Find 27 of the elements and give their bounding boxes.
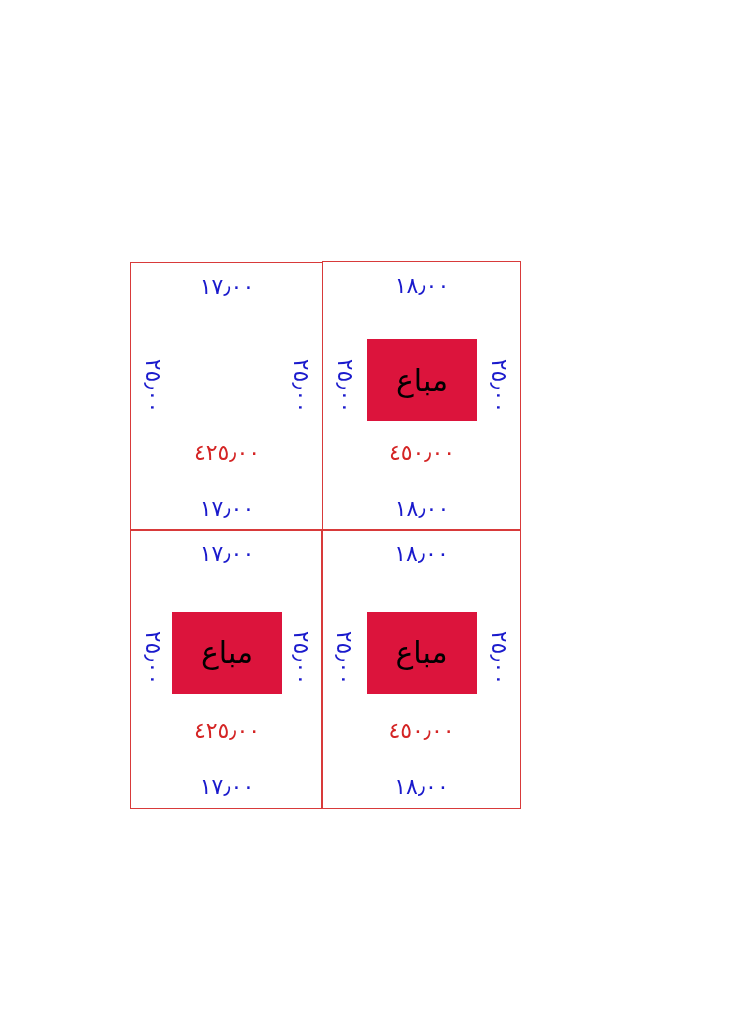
dimension-label: ٢٥٫٠٠ — [486, 358, 512, 413]
dimension-label: ٢٥٫٠٠ — [140, 631, 166, 686]
plot-lot — [130, 529, 323, 809]
area-label: ٤٢٥٫٠٠ — [193, 718, 261, 744]
area-label: ٤٥٠٫٠٠ — [388, 440, 456, 466]
plot-lot — [321, 529, 521, 809]
sold-sign: مباع — [367, 339, 477, 422]
dimension-label: ١٧٫٠٠ — [199, 274, 255, 300]
area-label: ٤٢٥٫٠٠ — [193, 440, 261, 466]
dimension-label: ١٨٫٠٠ — [394, 496, 450, 522]
dimension-label: ٢٥٫٠٠ — [288, 359, 314, 414]
dimension-label: ١٧٫٠٠ — [199, 496, 255, 522]
sold-sign: مباع — [366, 611, 477, 694]
plot-lot — [322, 261, 521, 531]
dimension-label: ١٨٫٠٠ — [394, 541, 449, 567]
dimension-label: ٢٥٫٠٠ — [332, 358, 358, 413]
dimension-label: ٢٥٫٠٠ — [288, 631, 314, 686]
plot-lot — [130, 262, 323, 531]
dimension-label: ١٨٫٠٠ — [394, 273, 450, 299]
dimension-label: ١٧٫٠٠ — [199, 774, 255, 800]
dimension-label: ١٧٫٠٠ — [199, 541, 255, 567]
area-label: ٤٥٠٫٠٠ — [388, 718, 455, 744]
dimension-label: ١٨٫٠٠ — [394, 774, 449, 800]
dimension-label: ٢٥٫٠٠ — [140, 359, 166, 414]
sold-sign: مباع — [172, 611, 282, 694]
dimension-label: ٢٥٫٠٠ — [331, 631, 357, 686]
dimension-label: ٢٥٫٠٠ — [486, 631, 512, 686]
